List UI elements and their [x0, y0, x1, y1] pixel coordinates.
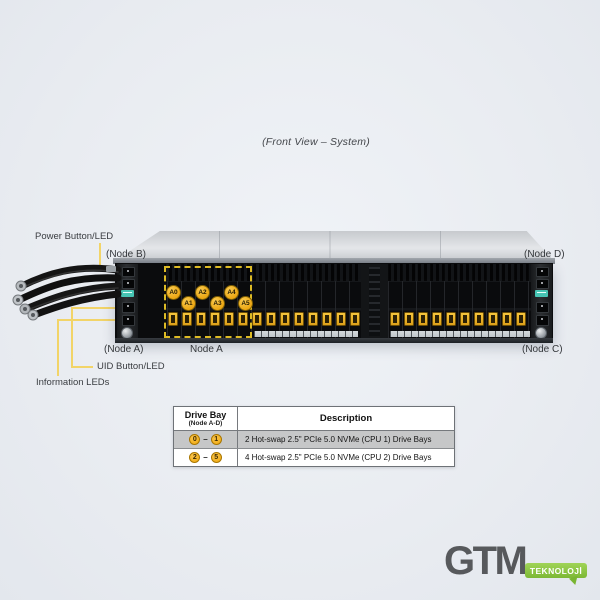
drive-id-badge: A4 [224, 285, 239, 300]
reset-button-icon [536, 279, 549, 289]
bay-description: 4 Hot-swap 2.5" PCIe 5.0 NVMe (CPU 2) Dr… [245, 453, 432, 462]
drive-tabs-right [390, 312, 530, 327]
table-header-drive-bay: Drive Bay (Node A-D) [174, 407, 238, 430]
figure-title: (Front View – System) [262, 136, 370, 148]
blank-bay-section [139, 264, 165, 338]
drive-id-badge: A3 [210, 296, 225, 311]
table-row: 2 – 5 4 Hot-swap 2.5" PCIe 5.0 NVMe (CPU… [174, 449, 454, 466]
gtm-logo-badge-tail [568, 575, 581, 587]
drive-number-strip-right [390, 331, 530, 337]
drive-id-badge: A0 [166, 285, 181, 300]
service-tag-label [535, 290, 548, 297]
drive-id-badge: A2 [195, 285, 210, 300]
uid-button-led-label: UID Button/LED [97, 361, 165, 372]
information-leds-label: Information LEDs [36, 377, 110, 388]
chassis-center-divider [361, 264, 388, 339]
drive-number-strip-left [254, 331, 358, 337]
power-button-icon [122, 267, 135, 277]
gtm-logo: GTM TEKNOLOJİ [444, 539, 594, 590]
node-control-panel-left [117, 264, 138, 339]
drive-tabs-left [168, 312, 364, 327]
node-control-panel-right [531, 264, 552, 339]
drive-bay-table: Drive Bay (Node A-D) Description 0 – 1 2… [173, 406, 455, 467]
power-button-icon [536, 267, 549, 277]
uid-button-icon [536, 302, 549, 313]
gtm-logo-badge: TEKNOLOJİ [525, 563, 587, 578]
drive-fins-right [388, 264, 532, 281]
uid-button-icon [122, 302, 135, 313]
reset-button-icon [122, 279, 135, 289]
cable-connector-icon [12, 266, 116, 321]
chassis-top-lid [113, 231, 555, 262]
node-d-label: (Node D) [524, 249, 565, 260]
table-header-description: Description [319, 413, 373, 424]
node-a-panel-label: (Node A) [104, 344, 144, 355]
bay-number-badge: 1 [210, 434, 222, 445]
front-cables [12, 264, 122, 321]
drive-id-badge: A1 [181, 296, 196, 311]
chassis-bottom-rim [115, 338, 553, 343]
service-tag-label [121, 290, 134, 297]
gtm-logo-text: GTM [444, 539, 528, 583]
power-button-led-label: Power Button/LED [35, 231, 114, 242]
information-led-icon [122, 315, 135, 326]
drive-id-badge: A5 [238, 296, 253, 311]
chassis-front-bezel [113, 258, 555, 264]
node-b-label: (Node B) [106, 249, 147, 260]
information-led-icon [536, 315, 549, 326]
table-header-row: Drive Bay (Node A-D) Description [174, 407, 454, 431]
bay-number-badge: 2 [189, 452, 201, 463]
table-row: 0 – 1 2 Hot-swap 2.5" PCIe 5.0 NVMe (CPU… [174, 431, 454, 449]
bay-number-badge: 5 [210, 452, 222, 463]
node-a-bays-label: Node A [190, 344, 223, 355]
node-c-label: (Node C) [522, 344, 563, 355]
bay-description: 2 Hot-swap 2.5" PCIe 5.0 NVMe (CPU 1) Dr… [245, 435, 432, 444]
bay-number-badge: 0 [189, 434, 201, 445]
